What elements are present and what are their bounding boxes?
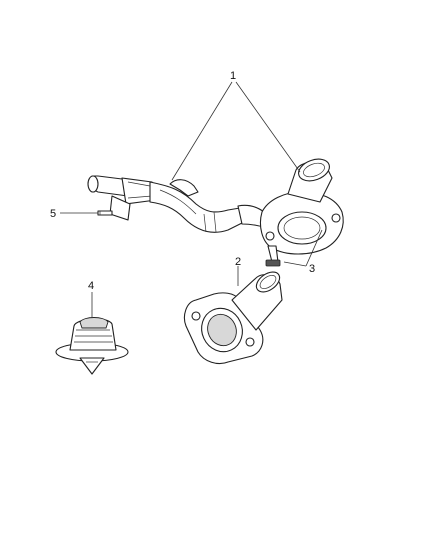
callout-1: 1: [230, 70, 236, 82]
bolt: [265, 245, 281, 267]
callout-3: 3: [309, 263, 315, 275]
callout-2: 2: [235, 256, 241, 268]
callout-4: 4: [88, 280, 94, 292]
thermostat: [55, 317, 129, 375]
leader-lines: [60, 81, 323, 318]
thermostat-housing: [183, 271, 283, 365]
coolant-pipe-assembly: [87, 158, 344, 267]
callout-5: 5: [50, 208, 56, 220]
bracket-stud: [97, 210, 113, 216]
